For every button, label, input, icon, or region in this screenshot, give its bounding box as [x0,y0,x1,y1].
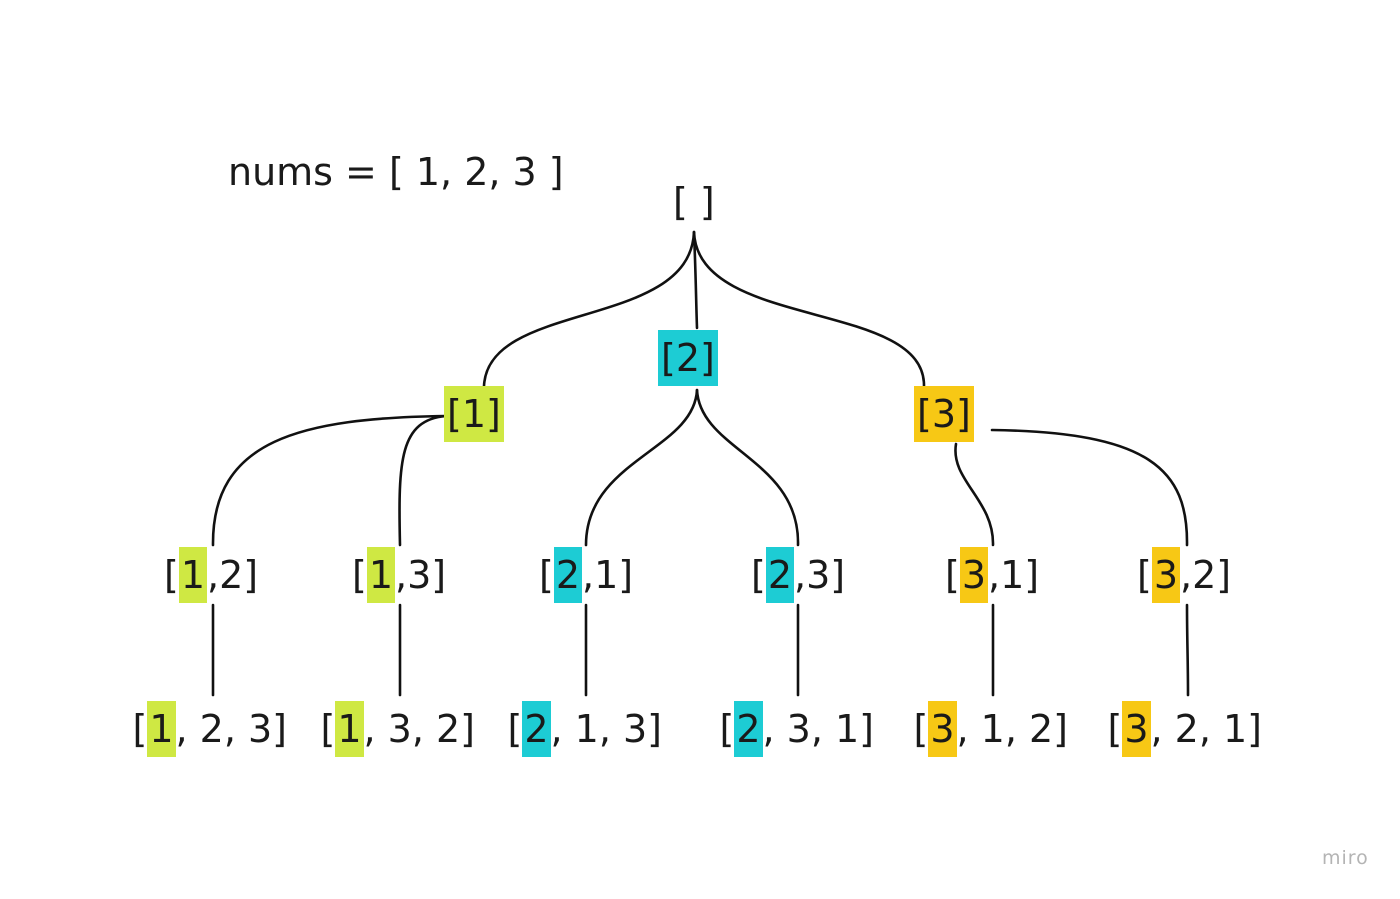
node-first-element-highlight: 2 [553,547,583,603]
node-first-element-highlight: 3 [1122,701,1151,757]
miro-watermark: miro [1322,847,1369,869]
node-n12: [1,2] [164,547,258,603]
node-n312: [3, 1, 2] [913,701,1069,757]
node-text: [ [945,553,960,597]
edge-n2-n21 [584,388,699,547]
node-n13: [1,3] [352,547,446,603]
node-text: , 1, 3] [550,707,663,751]
node-text: [ ] [673,180,715,224]
node-root: [ ] [673,174,715,230]
node-n23: [2,3] [751,547,845,603]
node-first-element-highlight: 1 [147,701,176,757]
node-first-element-highlight: 2 [522,701,551,757]
node-n31: [3,1] [945,547,1039,603]
node-text: ,2] [1180,553,1232,597]
node-first-element-highlight: 2 [675,336,701,380]
node-text: [ [320,707,336,751]
input-array-label: nums = [ 1, 2, 3 ] [228,150,564,194]
node-first-element-highlight: 1 [178,547,208,603]
node-text: [ [507,707,523,751]
node-n21: [2,1] [539,547,633,603]
node-text: ,3] [794,553,846,597]
node-text: [ [751,553,766,597]
node-text: ,1] [582,553,634,597]
node-text: ] [700,336,715,380]
node-text: [ [132,707,148,751]
edge-n3-n32 [990,428,1189,547]
node-n2: [2] [658,330,718,386]
edge-root-n2 [692,230,699,330]
edge-n1-n13 [398,414,448,547]
node-text: [ [719,707,735,751]
node-text: [ [539,553,554,597]
node-first-element-highlight: 1 [366,547,396,603]
node-text: [ [913,707,929,751]
node-text: [ [1107,707,1123,751]
node-first-element-highlight: 3 [959,547,989,603]
node-text: ,2] [207,553,259,597]
node-first-element-highlight: 3 [928,701,957,757]
edge-root-n3 [692,230,926,388]
node-n123: [1, 2, 3] [132,701,288,757]
node-text: , 2, 3] [175,707,288,751]
node-n3: [3] [914,386,974,442]
edge-n2-n23 [695,388,800,547]
edge-n1-n12 [211,414,448,547]
node-text: , 1, 2] [956,707,1069,751]
node-n213: [2, 1, 3] [507,701,663,757]
node-n231: [2, 3, 1] [719,701,875,757]
node-text: [ [164,553,179,597]
node-text: ,1] [988,553,1040,597]
node-text: [ [1137,553,1152,597]
node-first-element-highlight: 1 [461,392,487,436]
node-first-element-highlight: 1 [335,701,364,757]
edge-n3-n31 [954,442,995,547]
node-text: [ [917,392,932,436]
node-first-element-highlight: 3 [931,392,957,436]
edge-root-n1 [482,230,696,388]
node-n132: [1, 3, 2] [320,701,476,757]
node-text: [ [352,553,367,597]
node-text: ] [486,392,501,436]
node-text: , 2, 1] [1150,707,1263,751]
node-text: [ [661,336,676,380]
node-text: ] [956,392,971,436]
node-text: [ [447,392,462,436]
node-n321: [3, 2, 1] [1107,701,1263,757]
node-n1: [1] [444,386,504,442]
node-text: , 3, 2] [363,707,476,751]
node-first-element-highlight: 3 [1151,547,1181,603]
edge-n32-n321 [1185,603,1190,697]
node-text: ,3] [395,553,447,597]
node-text: , 3, 1] [762,707,875,751]
node-first-element-highlight: 2 [734,701,763,757]
node-n32: [3,2] [1137,547,1231,603]
node-first-element-highlight: 2 [765,547,795,603]
